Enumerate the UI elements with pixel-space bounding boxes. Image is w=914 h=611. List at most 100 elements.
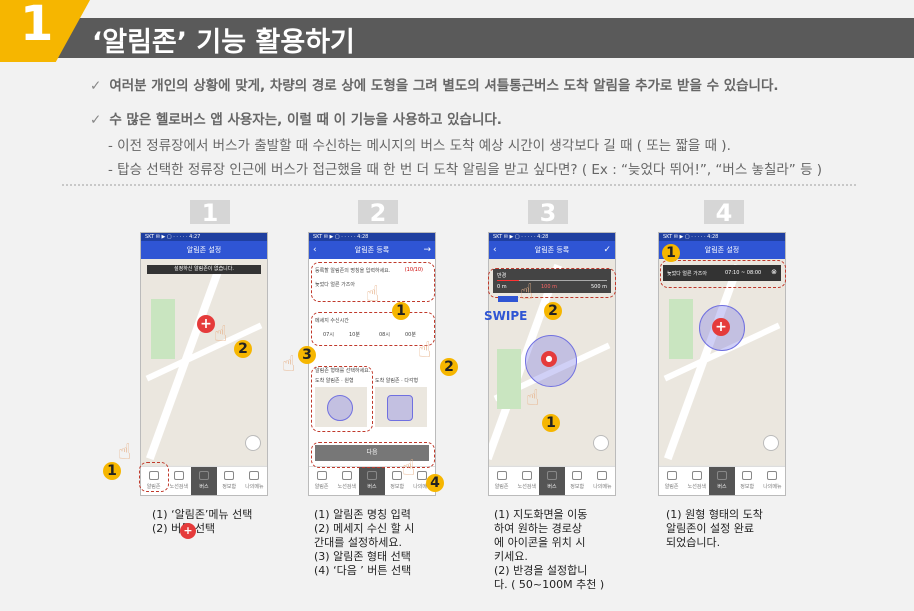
highlight-box (660, 260, 786, 288)
status-bar: SKT ✉ ▶ ▢ · · · · · 4:28 (659, 233, 785, 241)
end-min-select[interactable]: 00분 (405, 332, 416, 338)
step-number-3: 3 (528, 200, 568, 226)
next-button[interactable]: 다음 (315, 445, 429, 461)
hand-pointer-icon: ☝ (418, 338, 432, 363)
step-number-4: 4 (704, 200, 744, 226)
hand-pointer-icon: ☝ (118, 440, 132, 465)
nav-bus[interactable]: 버스 (191, 467, 217, 495)
check-icon: ✓ (90, 112, 102, 128)
zone-form: 등록할 알림존의 명칭을 입력하세요. (10/10) 늦었다 얼른 가즈아 메… (309, 259, 435, 469)
bullet-text: 수 많은 헬로버스 앱 사용자는, 이럴 때 이 기능을 사용하고 있습니다. (109, 112, 502, 128)
marker-3: 3 (298, 346, 316, 364)
zone-card[interactable]: 늦었다 얼른 가즈아 07:10 ~ 08:00 ⊗ (663, 265, 781, 281)
start-hour-select[interactable]: 07시 (323, 332, 334, 338)
status-bar: SKT ✉ ▶ ▢ · · · · · 4:27 (141, 233, 267, 241)
app-title: 알림존 설정 (659, 241, 785, 259)
nav-alarm-zone[interactable]: 알림존 (141, 467, 166, 495)
hand-pointer-icon: ☝ (520, 280, 534, 305)
nav-my-menu[interactable]: 나의메뉴 (410, 467, 435, 495)
location-icon[interactable] (593, 435, 609, 451)
phone-screen-3: SKT ✉ ▶ ▢ · · · · · 4:28 ‹알림존 등록✓ 반경 0 m… (488, 232, 616, 496)
page-title: ‘알림존’ 기능 활용하기 (92, 27, 355, 58)
phone-screen-2: SKT ✉ ▶ ▢ · · · · · 4:28 ‹알림존 등록→ 등록할 알림… (308, 232, 436, 496)
nav-bus[interactable]: 버스 (709, 467, 735, 495)
name-input[interactable]: 늦었다 얼른 가즈아 (315, 282, 355, 288)
step-number-2: 2 (358, 200, 398, 226)
radius-slider[interactable] (497, 280, 607, 281)
hand-pointer-icon: ☝ (366, 282, 380, 307)
end-hour-select[interactable]: 08시 (379, 332, 390, 338)
shape-circle-option[interactable]: 도착 알림존 · 원형 (315, 378, 354, 384)
radius-label: 반경 (497, 273, 507, 279)
marker-4: 4 (426, 474, 444, 492)
start-min-select[interactable]: 10분 (349, 332, 360, 338)
header: 1 ‘알림존’ 기능 활용하기 (0, 0, 914, 64)
location-icon[interactable] (763, 435, 779, 451)
nav-route-search[interactable]: 노선검색 (334, 467, 359, 495)
map-view[interactable]: 설정하신 알림존이 없습니다. + (141, 259, 267, 465)
bullet-2: ✓ 수 많은 헬로버스 앱 사용자는, 이럴 때 이 기능을 사용하고 있습니다. (90, 108, 502, 128)
radius-max: 500 m (590, 284, 607, 290)
app-title: ‹알림존 등록✓ (489, 241, 615, 259)
step-number-1: 1 (190, 200, 230, 226)
nav-inbox[interactable]: 정보함 (565, 467, 590, 495)
bullet-text: 여러분 개인의 상황에 맞게, 차량의 경로 상에 도형을 그려 별도의 셔틀통… (109, 78, 779, 94)
nav-bus[interactable]: 버스 (359, 467, 385, 495)
marker-1: 1 (392, 302, 410, 320)
caption-step-1: (1) ‘알림존’메뉴 선택 (2) 버튼 선택 + (152, 508, 253, 539)
add-zone-button[interactable]: + (712, 318, 730, 336)
marker-1: 1 (662, 244, 680, 262)
swipe-label: SWIPE (484, 309, 528, 323)
nav-inbox[interactable]: 정보함 (217, 467, 242, 495)
back-arrow-icon[interactable]: ‹ (493, 245, 497, 255)
nav-alarm-zone[interactable]: 알림존 (309, 467, 334, 495)
nav-my-menu[interactable]: 나의메뉴 (590, 467, 615, 495)
app-title: ‹알림존 등록→ (309, 241, 435, 259)
add-zone-button[interactable]: + (197, 315, 215, 333)
highlight-box (139, 462, 169, 492)
nav-alarm-zone[interactable]: 알림존 (489, 467, 514, 495)
location-pin-icon[interactable]: ● (541, 351, 557, 367)
marker-2: 2 (440, 358, 458, 376)
status-bar: SKT ✉ ▶ ▢ · · · · · 4:28 (309, 233, 435, 241)
nav-route-search[interactable]: 노선검색 (514, 467, 539, 495)
close-icon[interactable]: ⊗ (771, 268, 777, 276)
shape-polygon-option[interactable]: 도착 알림존 · 다각형 (375, 378, 419, 384)
nav-bus[interactable]: 버스 (539, 467, 565, 495)
hand-pointer-icon: ☝ (282, 352, 296, 377)
bottom-nav: 알림존 노선검색 버스 정보함 나의메뉴 (309, 466, 435, 495)
phone-screen-4: SKT ✉ ▶ ▢ · · · · · 4:28 알림존 설정 늦었다 얼른 가… (658, 232, 786, 496)
marker-2: 2 (544, 302, 562, 320)
bullet-1: ✓여러분 개인의 상황에 맞게, 차량의 경로 상에 도형을 그려 별도의 셔틀… (90, 74, 779, 94)
empty-zone-banner: 설정하신 알림존이 없습니다. (147, 265, 261, 274)
shape-hint: 알림존 형태를 선택하세요. (315, 368, 371, 374)
check-icon[interactable]: ✓ (603, 245, 611, 255)
nav-my-menu[interactable]: 나의메뉴 (760, 467, 785, 495)
app-title: 알림존 설정 (141, 241, 267, 259)
nav-inbox[interactable]: 정보함 (385, 467, 410, 495)
hand-pointer-icon: ☝ (214, 322, 228, 347)
nav-route-search[interactable]: 노선검색 (166, 467, 191, 495)
radius-min: 0 m (497, 284, 507, 290)
highlight-box (311, 442, 435, 468)
highlight-box (311, 262, 435, 302)
forward-arrow-icon[interactable]: → (423, 245, 431, 255)
map-view[interactable]: 늦었다 얼른 가즈아 07:10 ~ 08:00 ⊗ + (659, 259, 785, 465)
phone-screen-1: SKT ✉ ▶ ▢ · · · · · 4:27 알림존 설정 설정하신 알림존… (140, 232, 268, 496)
nav-route-search[interactable]: 노선검색 (684, 467, 709, 495)
divider (62, 184, 856, 186)
location-icon[interactable] (245, 435, 261, 451)
nav-my-menu[interactable]: 나의메뉴 (242, 467, 267, 495)
section-number: 1 (20, 0, 54, 52)
radius-value: 100 m (541, 284, 558, 290)
bottom-nav: 알림존 노선검색 버스 정보함 나의메뉴 (489, 466, 615, 495)
nav-alarm-zone[interactable]: 알림존 (659, 467, 684, 495)
subline-2: - 탑승 선택한 정류장 인근에 버스가 접근했을 때 한 번 더 도착 알림을… (108, 162, 823, 178)
marker-1: 1 (103, 462, 121, 480)
plus-button-icon: + (180, 523, 196, 539)
back-arrow-icon[interactable]: ‹ (313, 245, 317, 255)
hand-pointer-icon: ☝ (402, 456, 416, 481)
name-hint: 등록할 알림존의 명칭을 입력하세요. (315, 268, 391, 274)
nav-inbox[interactable]: 정보함 (735, 467, 760, 495)
